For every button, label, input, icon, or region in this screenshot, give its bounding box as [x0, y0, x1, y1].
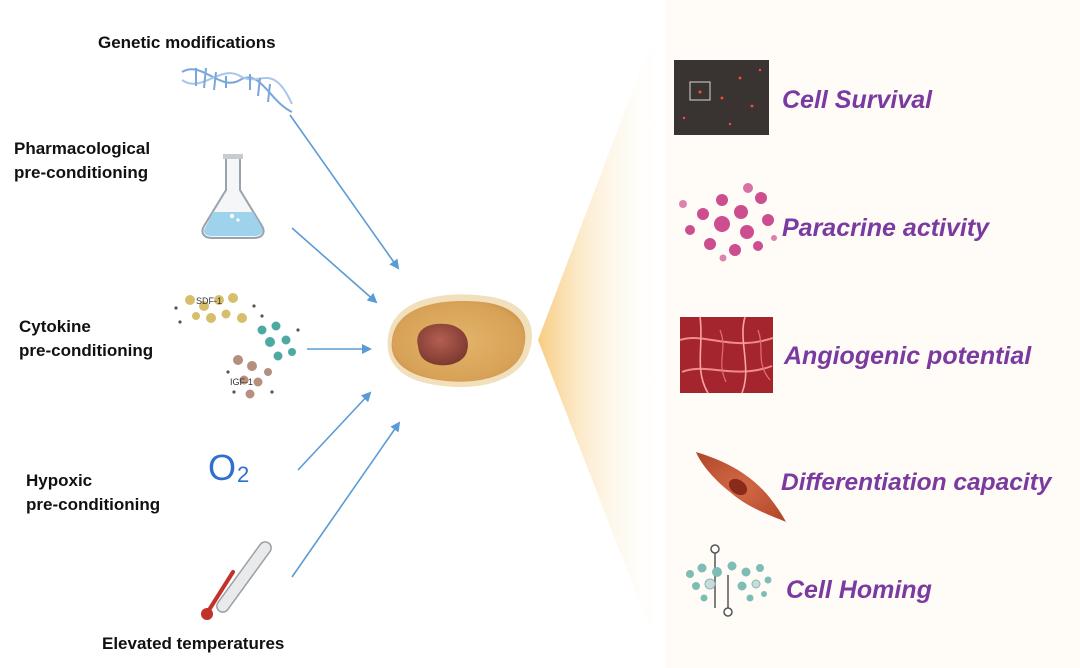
- outcome-paracrine-activity: Paracrine activity: [782, 214, 990, 242]
- label-cytokine: Cytokine pre-conditioning: [19, 315, 153, 363]
- label-pharmacological-line2: pre-conditioning: [14, 163, 149, 182]
- thermometer-icon: [201, 541, 272, 620]
- label-genetic-modifications: Genetic modifications: [98, 33, 276, 52]
- output-fan: [538, 5, 665, 668]
- label-hypoxic: Hypoxic pre-conditioning: [26, 469, 160, 517]
- oxygen-symbol: O: [208, 447, 237, 488]
- label-cytokine-line1: Cytokine: [19, 317, 91, 336]
- input-arrows: [289, 114, 401, 578]
- label-cytokine-line2: pre-conditioning: [19, 341, 154, 360]
- arrow-pharma: [291, 227, 378, 304]
- oxygen-subscript: 2: [237, 462, 250, 487]
- cell-homing-icon: [686, 544, 772, 617]
- paracrine-vesicles-icon: [679, 183, 777, 262]
- outcome-cell-survival: Cell Survival: [782, 86, 933, 114]
- blood-vessels-icon: [679, 316, 774, 394]
- dna-helix-icon: [181, 67, 293, 113]
- arrow-temperature: [291, 421, 401, 578]
- oxygen-icon: O2: [208, 448, 249, 493]
- outcome-differentiation-capacity: Differentiation capacity: [781, 469, 1052, 496]
- igf-label: IGF-1: [230, 377, 253, 387]
- flask-icon: [201, 154, 265, 239]
- outcome-cell-homing: Cell Homing: [786, 576, 932, 604]
- label-pharmacological-line1: Pharmacological: [14, 139, 151, 158]
- label-hypoxic-line1: Hypoxic: [26, 471, 93, 490]
- sdf-label: SDF-1: [196, 296, 222, 306]
- outcome-angiogenic-potential: Angiogenic potential: [784, 342, 1032, 370]
- arrow-genetic: [289, 114, 400, 270]
- label-hypoxic-line2: pre-conditioning: [26, 495, 161, 514]
- label-pharmacological: Pharmacological pre-conditioning: [14, 137, 150, 185]
- cytokine-molecules-icon: SDF-1 IGF-1: [174, 293, 300, 399]
- label-elevated-temperatures: Elevated temperatures: [102, 634, 285, 653]
- spindle-cell-icon: [696, 452, 786, 522]
- stem-cell-icon: [387, 294, 533, 388]
- arrow-hypoxic: [297, 391, 372, 471]
- cell-survival-micrograph-icon: [674, 60, 769, 135]
